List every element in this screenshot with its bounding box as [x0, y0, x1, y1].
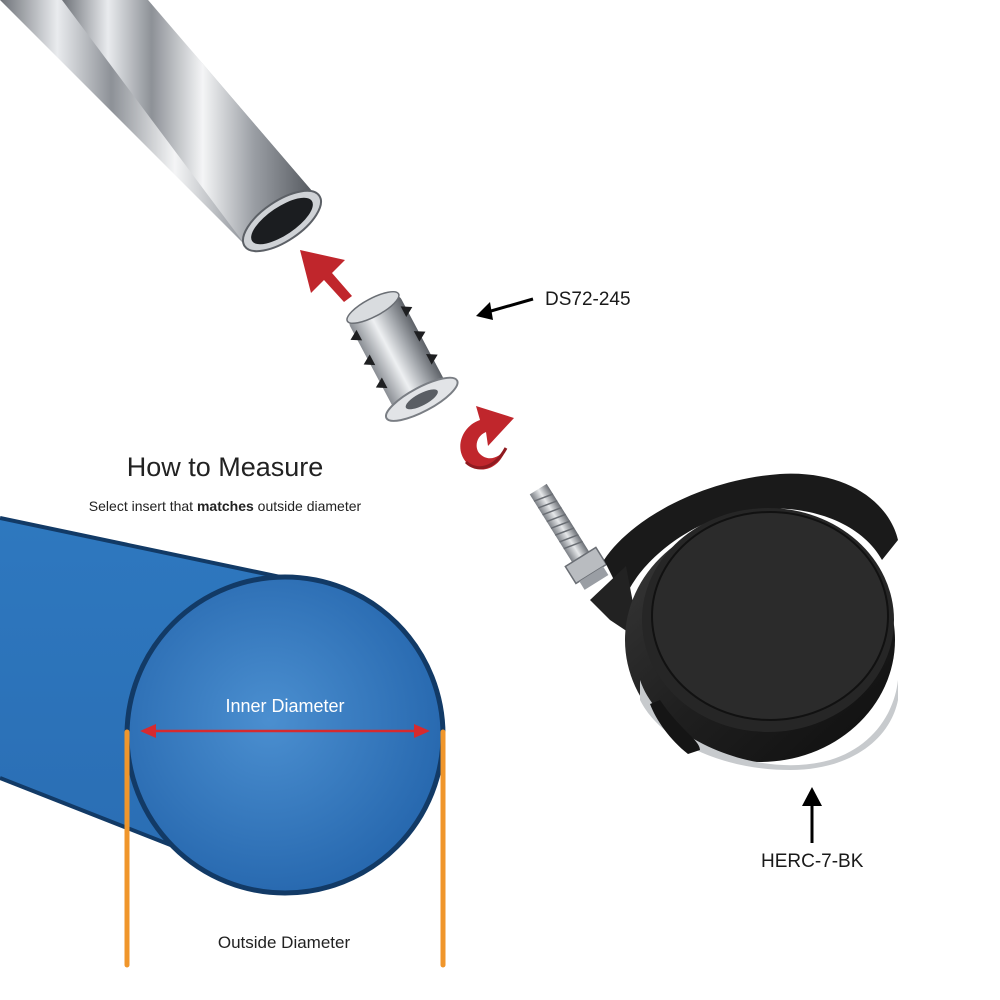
subtitle-before: Select insert that	[88, 498, 197, 514]
inner-diameter-line	[140, 724, 430, 738]
rotate-arrow-icon	[460, 406, 514, 470]
outside-diameter-label: Outside Diameter	[217, 933, 351, 952]
pointer-arrow-icon	[476, 297, 534, 320]
up-arrow-icon	[300, 250, 352, 302]
swivel-caster	[529, 473, 898, 770]
page-title: How to Measure	[126, 452, 324, 482]
inner-diameter-label: Inner Diameter	[225, 696, 345, 716]
blue-pipe	[0, 516, 446, 896]
subtitle: Select insert that matches outside diame…	[0, 498, 450, 514]
outside-diameter-lines	[124, 729, 446, 968]
subtitle-emphasis: matches	[196, 498, 254, 514]
pointer-arrow-icon	[802, 787, 822, 843]
subtitle-after: outside diameter	[253, 498, 362, 514]
caster-part-label: HERC-7-BK	[761, 851, 864, 872]
chrome-tube	[0, 0, 322, 253]
insert-part-label: DS72-245	[545, 289, 631, 310]
threaded-insert	[346, 290, 459, 422]
